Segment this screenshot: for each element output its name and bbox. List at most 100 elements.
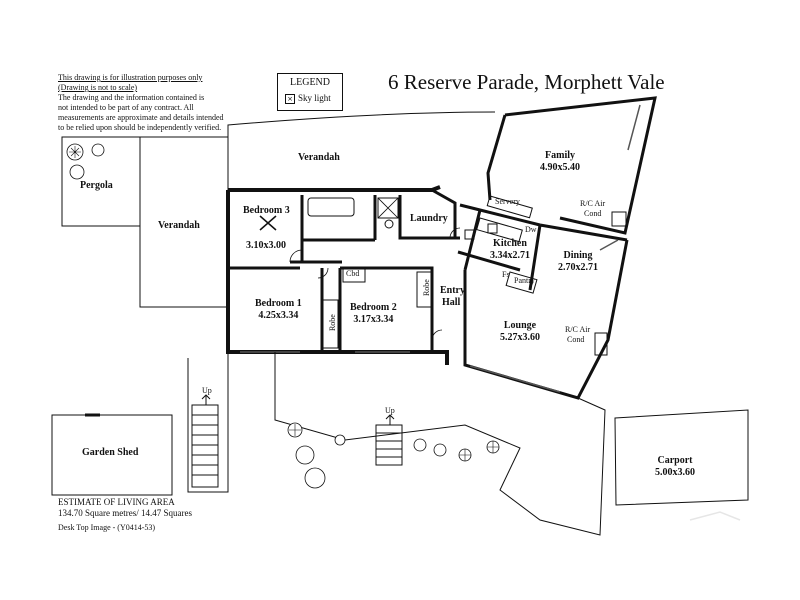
- room-dims: 5.00x3.60: [655, 466, 695, 478]
- room-bedroom3-dims: 3.10x3.00: [246, 240, 286, 252]
- door-arcs: [289, 227, 461, 341]
- pantry-label: Pantry: [514, 276, 535, 285]
- cbd-label: Cbd: [346, 269, 360, 278]
- wc: [384, 219, 394, 229]
- cbd-box: [342, 267, 366, 283]
- room-dims: 3.10x3.00: [246, 240, 286, 251]
- verandah-top-outline: [227, 111, 496, 137]
- disclaimer: This drawing is for illustration purpose…: [58, 73, 238, 133]
- plant-icon: [334, 434, 346, 446]
- family-ac-label: Cond: [584, 209, 602, 218]
- lounge-ac-label: Cond: [567, 335, 585, 344]
- room-carport: Carport 5.00x3.60: [655, 455, 695, 478]
- robe2-box: [416, 271, 433, 308]
- skylight-icon: ⨯: [285, 94, 295, 104]
- estimate-heading: ESTIMATE OF LIVING AREA: [58, 497, 175, 507]
- room-bedroom1: Bedroom 1 4.25x3.34: [255, 298, 302, 321]
- plants: [66, 143, 500, 489]
- room-family: Family 4.90x5.40: [540, 150, 580, 173]
- room-name: Carport: [657, 455, 693, 466]
- room-dims: 2.70x2.71: [558, 261, 598, 273]
- room-bedroom2: Bedroom 2 3.17x3.34: [350, 302, 397, 325]
- robe1-label: Robe: [327, 314, 337, 332]
- family-walls: [486, 96, 657, 235]
- page-title: 6 Reserve Parade, Morphett Vale: [388, 70, 665, 94]
- servery-counter: [486, 195, 533, 219]
- room-name: Kitchen: [493, 238, 527, 249]
- servery-label: Servery: [495, 197, 520, 206]
- room-dims: 4.25x3.34: [258, 309, 299, 321]
- room-name: Lounge: [503, 320, 537, 331]
- plant-icon: [295, 445, 315, 465]
- pergola-label: Pergola: [80, 180, 113, 191]
- plant-star-marks: [69, 146, 499, 461]
- watermark-logo: [689, 511, 741, 521]
- robe1-box: [321, 299, 339, 349]
- disclaimer-line: to be relied upon should be independentl…: [58, 123, 222, 132]
- verandah-left-label: Verandah: [158, 220, 200, 231]
- room-dining: Dining 2.70x2.71: [558, 250, 598, 273]
- bathtub: [307, 197, 355, 217]
- disclaimer-line: measurements are approximate and details…: [58, 113, 224, 122]
- up-label-1: Up: [202, 386, 212, 395]
- laundry-label: Laundry: [410, 213, 448, 224]
- disclaimer-line: The drawing and the information containe…: [58, 93, 205, 102]
- dw-label: Dw: [525, 225, 537, 234]
- house-right-wall: [463, 239, 629, 400]
- legend-title: LEGEND: [290, 77, 330, 88]
- hall-label: Hall: [442, 297, 461, 308]
- lounge-ac-label: R/C Air: [565, 325, 591, 334]
- entry-label: Entry: [440, 285, 465, 296]
- room-name: Bedroom 1: [255, 298, 302, 309]
- living-area-estimate: ESTIMATE OF LIVING AREA 134.70 Square me…: [58, 497, 192, 519]
- skylight-1: [464, 229, 475, 240]
- disclaimer-line: (Drawing is not to scale): [58, 83, 138, 92]
- plant-icon: [69, 164, 85, 180]
- ac-lounge: [594, 332, 608, 356]
- legend: LEGEND ⨯ Sky light: [277, 73, 343, 111]
- verandah-top-label: Verandah: [298, 152, 340, 163]
- legend-item-label: Sky light: [298, 93, 331, 103]
- room-name: Bedroom 3: [243, 205, 290, 216]
- up-label-2: Up: [385, 406, 395, 415]
- kitchen-walls: [457, 203, 541, 272]
- pantry-box: [505, 271, 538, 294]
- room-dims: 5.27x3.60: [500, 331, 540, 343]
- plant-icon: [304, 467, 326, 489]
- room-name: Family: [545, 150, 575, 161]
- ac-family: [611, 211, 627, 227]
- garden-shed-label: Garden Shed: [82, 447, 139, 458]
- plant-icon: [413, 438, 427, 452]
- family-ac-label: R/C Air: [580, 199, 606, 208]
- bedroom3-walls: [290, 195, 377, 264]
- windows: [240, 104, 641, 393]
- dining-wall: [528, 223, 628, 291]
- plant-icon: [433, 443, 447, 457]
- shower: [377, 197, 399, 219]
- kitchen-bench: [476, 217, 523, 243]
- room-dims: 3.34x2.71: [490, 249, 530, 261]
- ceiling-fan: [259, 215, 277, 231]
- room-kitchen: Kitchen 3.34x2.71: [490, 238, 530, 261]
- steps-1: [191, 404, 219, 488]
- room-name: Dining: [563, 250, 593, 261]
- room-lounge: Lounge 5.27x3.60: [500, 320, 540, 343]
- estimate-value: 134.70 Square metres/ 14.47 Squares: [58, 508, 192, 518]
- room-name: Bedroom 2: [350, 302, 397, 313]
- room-dims: 3.17x3.34: [353, 313, 394, 325]
- bedroom2-walls: [340, 266, 434, 352]
- room-bedroom3: Bedroom 3: [243, 205, 290, 217]
- laundry-walls: [398, 188, 460, 240]
- shed-outline: [51, 414, 173, 496]
- carport-outline: [614, 409, 749, 506]
- plant-icon: [91, 143, 105, 157]
- skylight-2: [487, 223, 498, 234]
- robe2-label: Robe: [421, 279, 431, 297]
- up-arrow-2: [385, 414, 395, 425]
- footer-ref: Desk Top Image - (Y0414-53): [58, 523, 156, 532]
- disclaimer-line: not intended to be part of any contract.…: [58, 103, 194, 112]
- room-dims: 4.90x5.40: [540, 161, 580, 173]
- disclaimer-line: This drawing is for illustration purpose…: [58, 73, 203, 82]
- yard-path: [187, 352, 606, 536]
